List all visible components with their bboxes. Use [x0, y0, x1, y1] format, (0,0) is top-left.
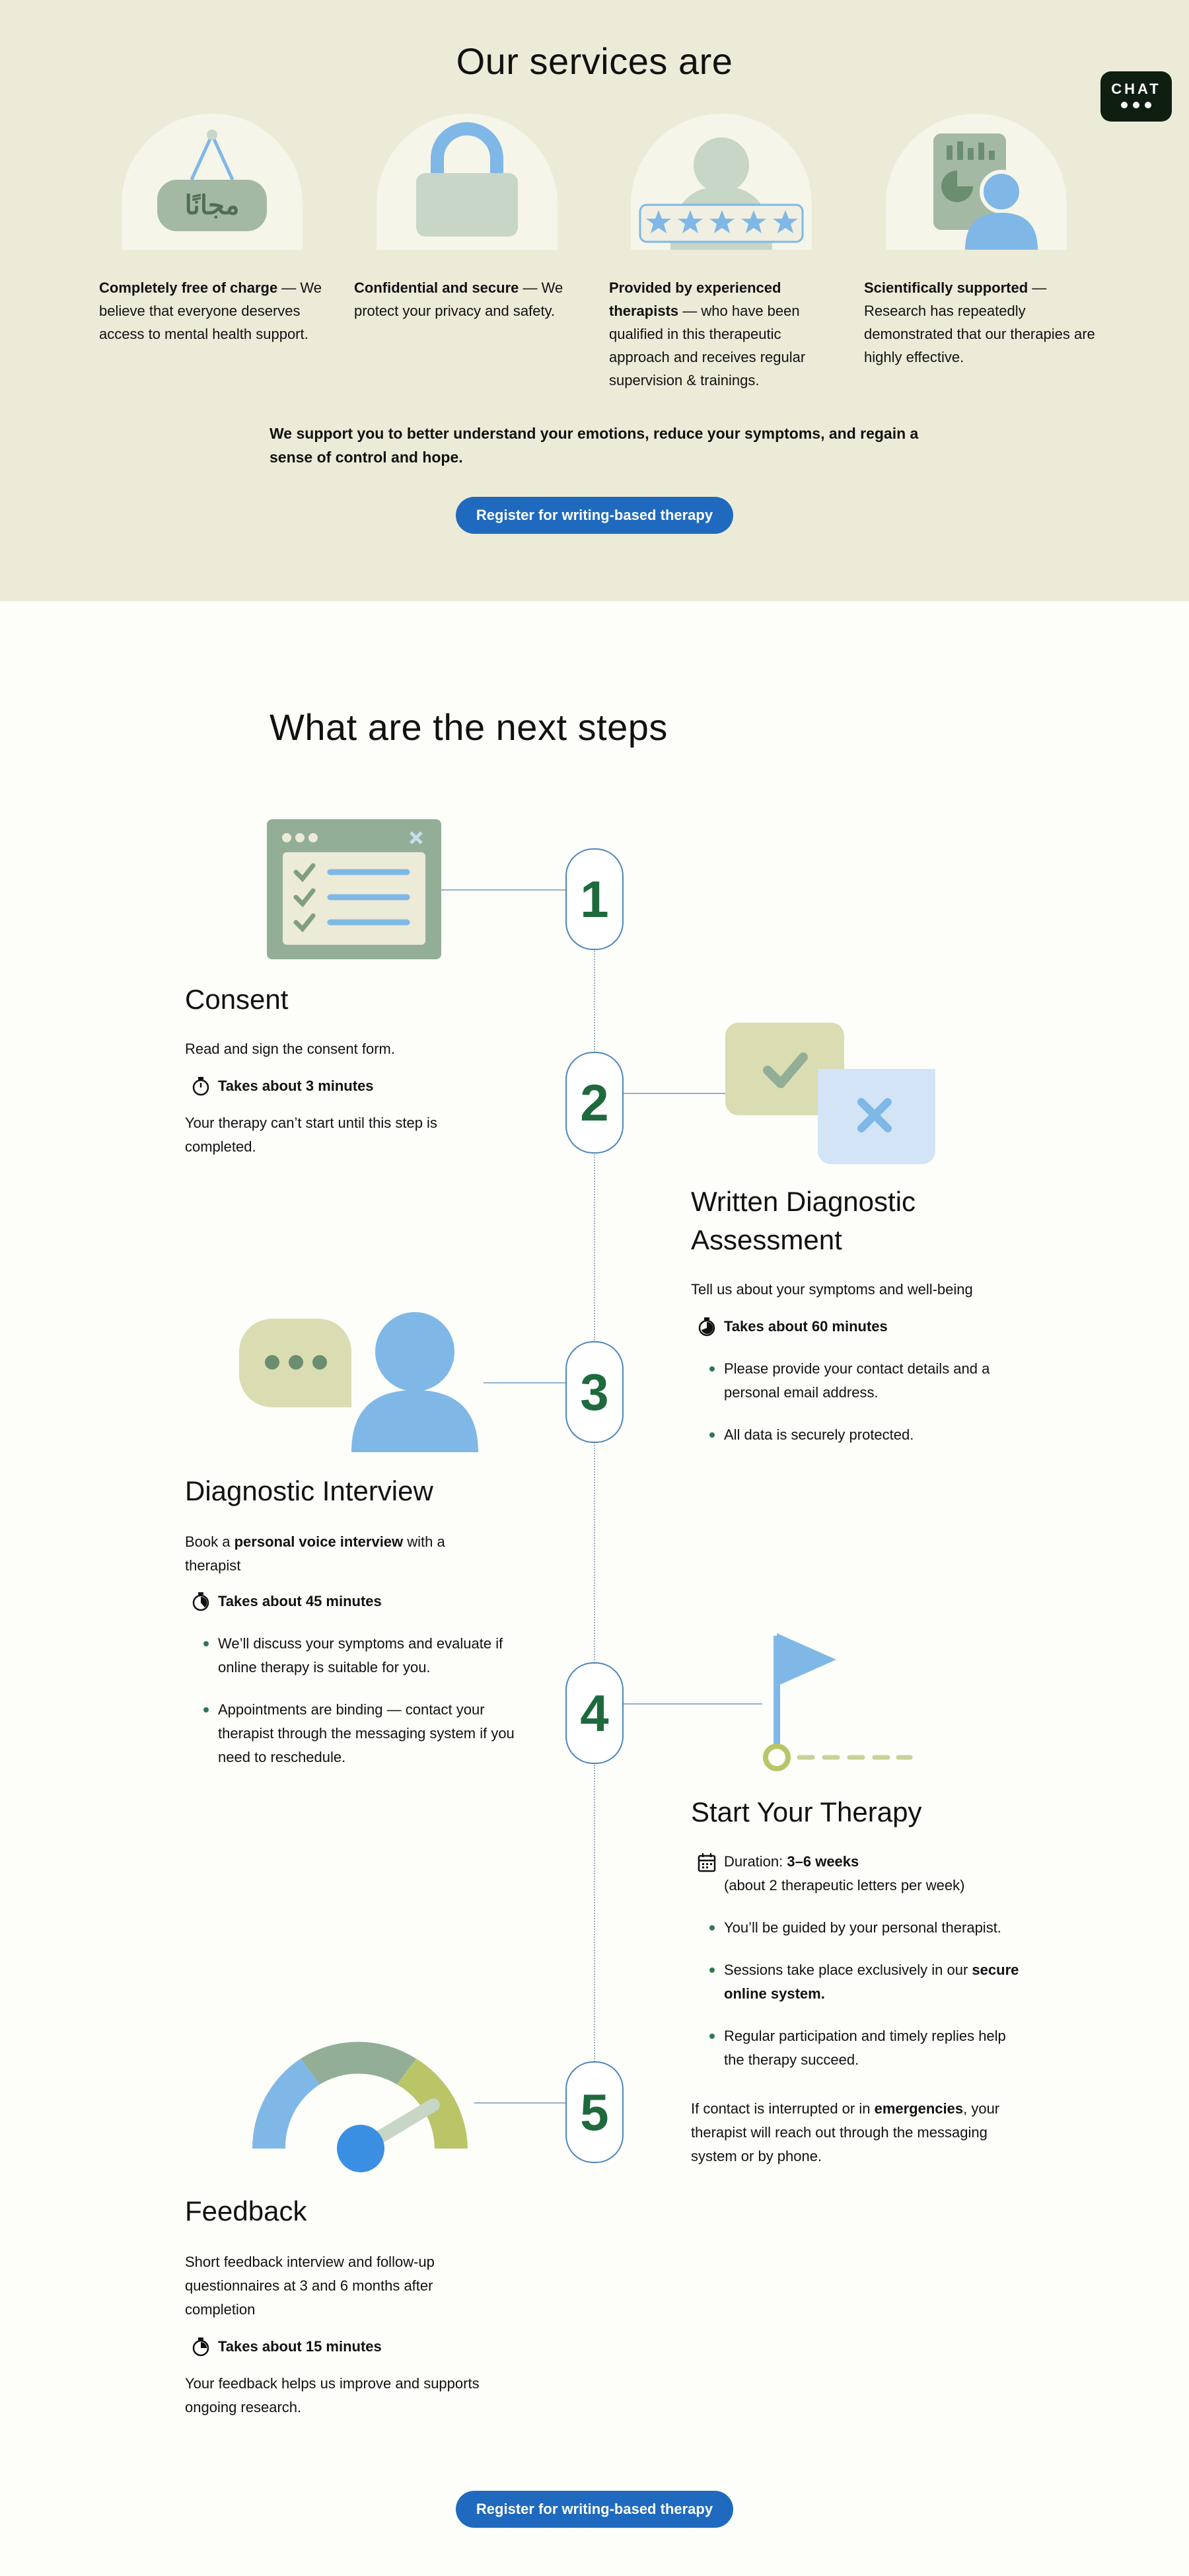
therapist-illustration [631, 114, 812, 250]
services-section: Our services are CHAT مجانًا Completely … [0, 0, 1189, 601]
step-number-4: 4 [565, 1662, 624, 1764]
contact-text: , your therapist will reach out through … [691, 2100, 1000, 2164]
service-title: Provided by experienced therapists [609, 279, 781, 319]
duration-text: Takes about 15 minutes [218, 2338, 382, 2355]
contact-bold: emergencies [874, 2100, 964, 2117]
therapist-rating-icon [639, 137, 804, 250]
connector-3 [484, 1382, 567, 1383]
therapy-contact: If contact is interrupted or in emergenc… [691, 2097, 1015, 2168]
therapy-bullet: You’ll be guided by your personal therap… [691, 1916, 1028, 1940]
feedback-duration: Takes about 15 minutes [192, 2335, 382, 2359]
therapy-illustration [757, 1629, 916, 1778]
science-illustration [886, 114, 1067, 250]
service-title: Completely free of charge [99, 279, 278, 296]
consent-illustration [267, 819, 441, 963]
duration-block: Duration: 3–6 weeks (about 2 therapeutic… [724, 1850, 964, 1897]
service-desc: — Research has repeatedly demonstrated t… [864, 279, 1095, 365]
interview-bullet: Appointments are binding — contact your … [185, 1698, 515, 1769]
stopwatch-icon [192, 1077, 209, 1096]
duration-text: Takes about 60 minutes [724, 1318, 888, 1335]
calendar-icon [698, 1853, 716, 1872]
contact-text: If contact is interrupted or in [691, 2100, 875, 2117]
assessment-bullet: Please provide your contact details and … [691, 1357, 1015, 1405]
step-number-2: 2 [565, 1052, 624, 1154]
therapy-duration: Duration: 3–6 weeks (about 2 therapeutic… [698, 1850, 964, 1897]
service-science-text: Scientifically supported — Research has … [864, 276, 1095, 369]
research-chart-icon [933, 133, 1038, 250]
feedback-illustration [244, 2032, 476, 2178]
interview-illustration [239, 1312, 485, 1455]
service-therapists-text: Provided by experienced therapists — who… [609, 276, 840, 392]
lock-icon [416, 122, 518, 237]
feedback-desc: Short feedback interview and follow-up q… [185, 2254, 435, 2318]
therapy-bullet: Regular participation and timely replies… [691, 2024, 1028, 2072]
gauge-icon [252, 2042, 468, 2172]
service-desc: — We protect your privacy and safety. [354, 279, 563, 319]
service-title: Confidential and secure [354, 279, 519, 296]
interview-title: Diagnostic Interview [185, 1475, 433, 1506]
connector-5 [474, 2102, 567, 2104]
stopwatch-icon [192, 1592, 209, 1611]
feedback-note: Your feedback helps us improve and suppo… [185, 2375, 480, 2415]
desc-bold: personal voice interview [234, 1533, 404, 1550]
duration-label: Duration: [724, 1853, 787, 1870]
service-confidential-text: Confidential and secure — We protect you… [354, 276, 585, 322]
free-illustration: مجانًا [122, 114, 303, 250]
consent-duration: Takes about 3 minutes [192, 1074, 374, 1098]
interview-bullet: We’ll discuss your symptoms and evaluate… [185, 1632, 515, 1679]
assessment-illustration [725, 1023, 937, 1167]
checklist-window-icon [267, 819, 441, 959]
step-number-3: 3 [565, 1341, 624, 1443]
desc-text: with a therapist [185, 1533, 445, 1574]
stopwatch-icon [192, 2337, 209, 2357]
bullet-text: Sessions take place exclusively in our [724, 1962, 972, 1978]
assessment-desc: Tell us about your symptoms and well-bei… [691, 1281, 973, 1298]
duration-text: Takes about 45 minutes [218, 1593, 382, 1609]
chat-dots-icon [1100, 102, 1172, 108]
sign-icon [157, 129, 267, 231]
step-number-5: 5 [565, 2061, 624, 2163]
support-statement: We support you to better understand your… [270, 425, 919, 466]
service-desc: — who have been qualified in this therap… [609, 303, 806, 388]
duration-value: 3–6 weeks [787, 1853, 859, 1870]
service-desc: — We believe that everyone deserves acce… [99, 279, 322, 342]
therapy-bullet: Sessions take place exclusively in our s… [691, 1958, 1028, 2006]
bullet-bold: secure online system. [724, 1962, 1019, 2002]
chat-label: CHAT [1111, 81, 1161, 97]
duration-text: Takes about 3 minutes [218, 1078, 374, 1094]
voice-interview-icon [239, 1312, 478, 1452]
register-button-top[interactable]: Register for writing-based therapy [456, 497, 733, 534]
stopwatch-icon [698, 1317, 715, 1337]
feedback-title: Feedback [185, 2195, 307, 2226]
lock-illustration [377, 114, 558, 250]
service-free-text: Completely free of charge — We believe t… [99, 276, 330, 346]
consent-desc: Read and sign the consent form. [185, 1041, 395, 1057]
flag-icon [763, 1633, 913, 1771]
chat-button[interactable]: CHAT [1100, 71, 1172, 122]
consent-title: Consent [185, 984, 289, 1015]
interview-duration: Takes about 45 minutes [192, 1590, 382, 1613]
assessment-duration: Takes about 60 minutes [698, 1315, 888, 1339]
interview-desc: Book a personal voice interview with a t… [185, 1530, 489, 1578]
therapy-title: Start Your Therapy [691, 1796, 922, 1827]
assessment-title: Written Diagnostic Assessment [691, 1186, 916, 1255]
desc-text: Book a [185, 1533, 234, 1550]
connector-1 [440, 889, 567, 891]
assessment-bullet: All data is securely protected. [691, 1423, 1015, 1447]
register-button-bottom[interactable]: Register for writing-based therapy [456, 2491, 733, 2528]
service-title: Scientifically supported [864, 279, 1028, 296]
steps-title: What are the next steps [270, 706, 668, 748]
services-title: Our services are [456, 40, 733, 82]
timeline-line [594, 899, 595, 2154]
connector-4 [622, 1703, 762, 1705]
free-badge-text: مجانًا [184, 191, 240, 220]
connector-2 [622, 1093, 728, 1094]
check-cross-icon [725, 1023, 935, 1164]
step-number-1: 1 [565, 848, 624, 950]
consent-note: Your therapy can’t start until this step… [185, 1115, 437, 1155]
duration-sub: (about 2 therapeutic letters per week) [724, 1877, 965, 1894]
